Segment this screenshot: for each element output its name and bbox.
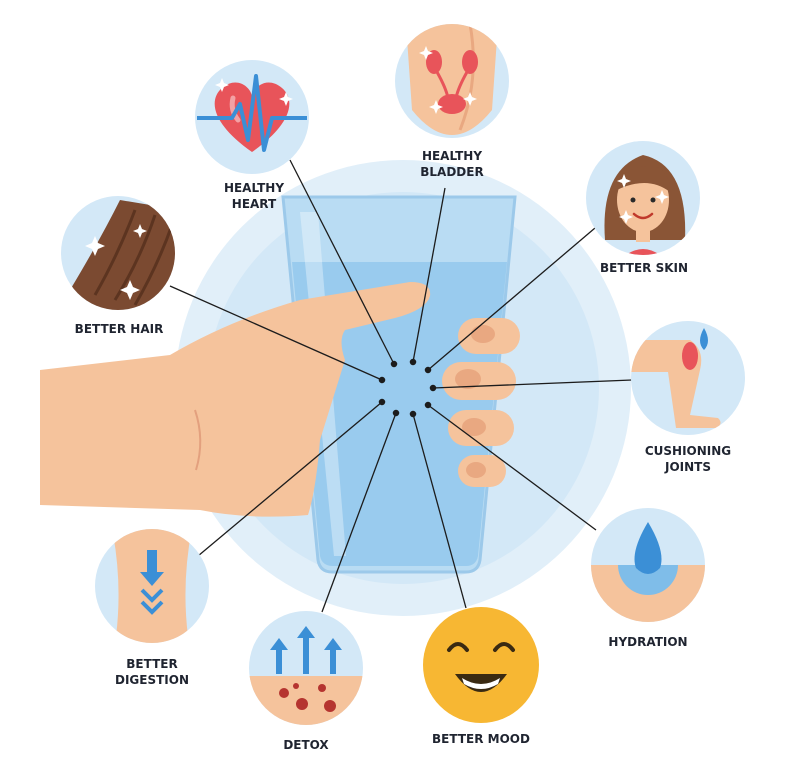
hand-holding-glass-icon xyxy=(40,282,520,517)
water-drop-icon xyxy=(591,508,705,622)
detox-icon xyxy=(249,611,363,725)
label-detox: DETOX xyxy=(283,738,329,752)
label-better-hair: BETTER HAIR xyxy=(74,322,164,336)
label-cushioning-joints: CUSHIONING JOINTS xyxy=(644,444,732,474)
connector-heart xyxy=(289,159,395,365)
connector-mood xyxy=(412,413,467,609)
label-better-skin: BETTER SKIN xyxy=(599,261,689,275)
heart-icon xyxy=(195,60,309,174)
connector-skin xyxy=(427,227,596,371)
label-better-mood: BETTER MOOD xyxy=(432,732,530,746)
water-glass-icon xyxy=(281,195,517,574)
label-healthy-heart: HEALTHY HEART xyxy=(223,181,285,211)
knee-joint-icon xyxy=(631,321,745,435)
smiley-icon xyxy=(423,607,539,723)
label-hydration: HYDRATION xyxy=(608,635,688,649)
bladder-icon xyxy=(395,24,509,138)
connector-detox xyxy=(321,412,397,613)
connector-bladder xyxy=(412,187,446,363)
connector-digestion xyxy=(197,401,383,557)
connector-hydration xyxy=(427,404,597,531)
stomach-icon xyxy=(95,529,209,643)
label-better-digestion: BETTER DIGESTION xyxy=(114,657,189,687)
connector-hair xyxy=(169,285,383,381)
face-icon xyxy=(586,141,700,255)
connector-lines xyxy=(169,159,633,613)
hair-icon xyxy=(61,196,175,310)
label-healthy-bladder: HEALTHY BLADDER xyxy=(420,149,484,179)
connector-joints xyxy=(432,379,633,389)
